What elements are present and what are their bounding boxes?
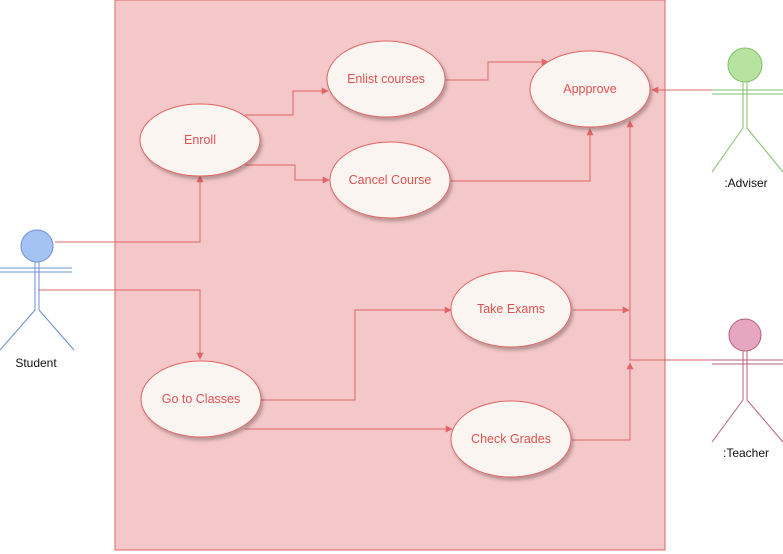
use-case-cancel-course-label: Cancel Course	[349, 173, 432, 187]
use-case-enroll-label: Enroll	[184, 133, 216, 147]
connector-student-classes	[38, 289, 204, 360]
use-case-take-exams: Take Exams	[450, 270, 572, 348]
actor-adviser-label: :Adviser	[724, 176, 767, 190]
connector-enroll-cancel	[245, 164, 330, 184]
use-case-go-to-classes: Go to Classes	[140, 360, 262, 438]
use-case-go-to-classes-label: Go to Classes	[162, 392, 241, 406]
connector-enroll-enlist	[245, 87, 329, 116]
use-case-cancel-course: Cancel Course	[329, 141, 451, 219]
use-case-approve: Appprove	[529, 50, 651, 128]
use-case-enlist-courses-label: Enlist courses	[347, 72, 425, 86]
connectors	[38, 58, 712, 441]
use-case-enroll: Enroll	[139, 103, 261, 177]
connector-student-enroll	[55, 175, 204, 243]
connector-cancel-approve	[451, 128, 594, 182]
actor-adviser-head	[727, 47, 763, 83]
actor-teacher-head	[728, 318, 762, 352]
connector-teacher-approve	[626, 120, 712, 361]
connector-grades-trunk	[572, 362, 634, 441]
use-case-approve-label: Appprove	[563, 82, 617, 96]
actor-adviser	[711, 47, 783, 173]
actor-student-label: Student	[15, 356, 57, 370]
actor-teacher-label: :Teacher	[723, 446, 769, 460]
use-case-enlist-courses: Enlist courses	[326, 40, 446, 118]
connector-enlist-approve	[446, 58, 549, 81]
use-case-take-exams-label: Take Exams	[477, 302, 545, 316]
actor-student	[0, 229, 75, 351]
actor-teacher	[711, 318, 783, 443]
connector-classes-exams	[260, 306, 452, 401]
use-case-check-grades-label: Check Grades	[471, 432, 551, 446]
actor-student-head	[20, 229, 54, 263]
use-case-check-grades: Check Grades	[450, 400, 572, 478]
